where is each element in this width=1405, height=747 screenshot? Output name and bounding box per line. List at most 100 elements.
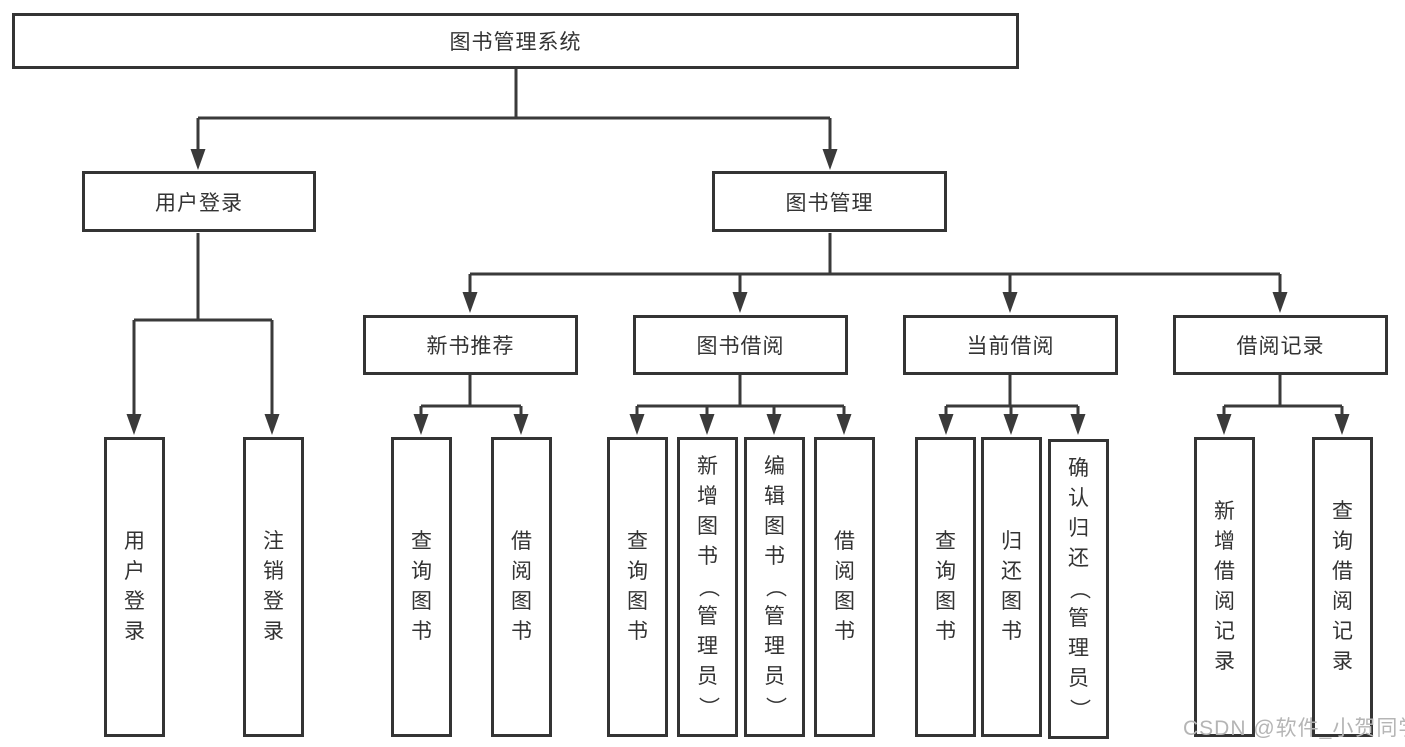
leaf-label-glyph: 书	[935, 620, 956, 643]
leaf-label-glyph: ）	[696, 696, 720, 718]
leaf-label-glyph: 图	[511, 590, 532, 613]
leaf-label-glyph: 归	[1001, 530, 1022, 553]
leaf-label-glyph: （	[696, 576, 720, 598]
arrowhead-icon	[190, 149, 206, 170]
leaf-label-glyph: 查	[411, 530, 432, 553]
leaf-label-glyph: ）	[763, 696, 787, 718]
node-current-borrowing: 当前借阅	[903, 315, 1118, 375]
leaf-edit-book-admin: 编辑图书（管理员）	[744, 437, 805, 737]
leaf-label-glyph: 查	[1332, 500, 1353, 523]
leaf-label-glyph: 销	[263, 560, 284, 583]
leaf-label-glyph: 录	[1332, 650, 1353, 673]
leaf-label-glyph: 确	[1068, 457, 1089, 480]
leaf-label-glyph: 编	[764, 455, 785, 478]
leaf-label-glyph: 记	[1214, 620, 1235, 643]
leaf-label-glyph: 图	[411, 590, 432, 613]
arrowhead-icon	[126, 414, 142, 435]
arrowhead-icon	[1216, 414, 1232, 435]
leaf-borrow-books: 借阅图书	[814, 437, 875, 737]
leaf-label-glyph: 书	[697, 545, 718, 568]
leaf-user-login: 用户登录	[104, 437, 165, 737]
arrowhead-icon	[836, 414, 852, 435]
leaf-label-glyph: （	[1067, 578, 1091, 600]
arrowhead-icon	[699, 414, 715, 435]
leaf-label-glyph: 询	[1332, 530, 1353, 553]
node-user-login: 用户登录	[82, 171, 316, 232]
node-book-borrowing: 图书借阅	[633, 315, 848, 375]
leaf-label-glyph: 注	[263, 530, 284, 553]
leaf-label-glyph: 用	[124, 530, 145, 553]
leaf-label-glyph: 图	[697, 515, 718, 538]
leaf-return-book: 归还图书	[981, 437, 1042, 737]
leaf-label-glyph: 借	[1332, 560, 1353, 583]
leaf-label-glyph: 增	[1214, 530, 1235, 553]
leaf-label-glyph: 记	[1332, 620, 1353, 643]
leaf-add-borrow-record: 新增借阅记录	[1194, 437, 1255, 737]
leaf-label-glyph: 阅	[834, 560, 855, 583]
leaf-label-glyph: 登	[263, 590, 284, 613]
leaf-label-glyph: 阅	[511, 560, 532, 583]
leaf-label-glyph: 户	[124, 560, 145, 583]
leaf-add-book-admin: 新增图书（管理员）	[677, 437, 738, 737]
arrowhead-icon	[629, 414, 645, 435]
leaf-label-glyph: 还	[1001, 560, 1022, 583]
arrowhead-icon	[766, 414, 782, 435]
leaf-label-glyph: 借	[1214, 560, 1235, 583]
leaf-label-glyph: 认	[1068, 487, 1089, 510]
leaf-label-glyph: 录	[1214, 650, 1235, 673]
leaf-label-glyph: ）	[1067, 698, 1091, 720]
leaf-label-glyph: 书	[1001, 620, 1022, 643]
leaf-label-glyph: 理	[764, 635, 785, 658]
node-borrowing-records: 借阅记录	[1173, 315, 1388, 375]
leaf-label-glyph: 理	[697, 635, 718, 658]
leaf-label-glyph: 管	[764, 605, 785, 628]
leaf-label-glyph: 查	[627, 530, 648, 553]
leaf-label-glyph: 书	[627, 620, 648, 643]
leaf-label-glyph: 管	[697, 605, 718, 628]
leaf-borrow-books-recommend: 借阅图书	[491, 437, 552, 737]
leaf-label-glyph: （	[763, 576, 787, 598]
leaf-label-glyph: 图	[627, 590, 648, 613]
arrowhead-icon	[822, 149, 838, 170]
arrowhead-icon	[1003, 414, 1019, 435]
leaf-query-books-recommend: 查询图书	[391, 437, 452, 737]
leaf-label-glyph: 询	[627, 560, 648, 583]
leaf-label-glyph: 书	[834, 620, 855, 643]
leaf-label-glyph: 图	[1001, 590, 1022, 613]
node-book-management: 图书管理	[712, 171, 947, 232]
leaf-confirm-return-admin: 确认归还（管理员）	[1048, 439, 1109, 739]
arrowhead-icon	[1334, 414, 1350, 435]
leaf-label-glyph: 员	[697, 665, 718, 688]
leaf-label-glyph: 阅	[1332, 590, 1353, 613]
leaf-label-glyph: 登	[124, 590, 145, 613]
connector-path	[132, 68, 1344, 418]
leaf-label-glyph: 阅	[1214, 590, 1235, 613]
leaf-label-glyph: 询	[935, 560, 956, 583]
leaf-label-glyph: 书	[411, 620, 432, 643]
leaf-label-glyph: 图	[834, 590, 855, 613]
leaf-label-glyph: 借	[834, 530, 855, 553]
leaf-label-glyph: 还	[1068, 547, 1089, 570]
arrowhead-icon	[1070, 414, 1086, 435]
leaf-query-borrow-record: 查询借阅记录	[1312, 437, 1373, 737]
leaf-label-glyph: 理	[1068, 637, 1089, 660]
leaf-label-glyph: 书	[511, 620, 532, 643]
leaf-label-glyph: 员	[764, 665, 785, 688]
leaf-label-glyph: 查	[935, 530, 956, 553]
arrowhead-icon	[513, 414, 529, 435]
arrowhead-icon	[1272, 292, 1288, 313]
leaf-label-glyph: 书	[764, 545, 785, 568]
leaf-label-glyph: 借	[511, 530, 532, 553]
arrowhead-icon	[1002, 292, 1018, 313]
leaf-label-glyph: 图	[935, 590, 956, 613]
arrowhead-icon	[732, 292, 748, 313]
arrowhead-icon	[462, 292, 478, 313]
arrowhead-icon	[413, 414, 429, 435]
leaf-label-glyph: 员	[1068, 667, 1089, 690]
leaf-label-glyph: 图	[764, 515, 785, 538]
leaf-query-books-current: 查询图书	[915, 437, 976, 737]
arrowhead-icon	[264, 414, 280, 435]
leaf-label-glyph: 询	[411, 560, 432, 583]
csdn-watermark: CSDN @软件_小贺同学	[1183, 717, 1405, 740]
